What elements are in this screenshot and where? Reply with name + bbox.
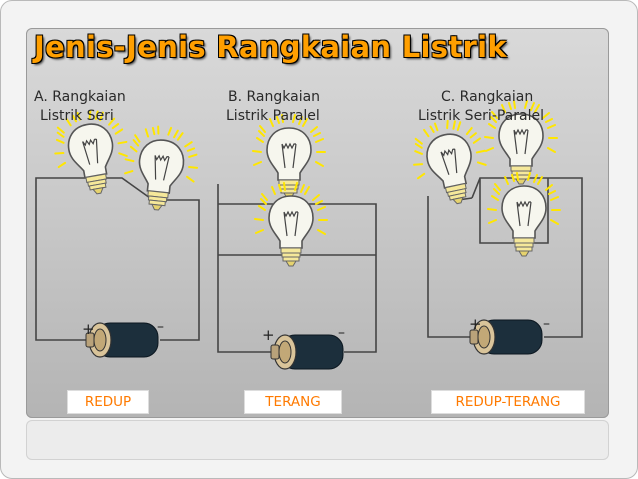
result-badge-redup-terang: REDUP-TERANG (432, 391, 584, 413)
battery-minus: – (338, 325, 345, 341)
result-badge-redup: REDUP (68, 391, 148, 413)
footer-strip (26, 420, 609, 460)
bulb-icon (405, 113, 496, 212)
circuit-c-series-parallel: + – (405, 100, 583, 355)
circuit-a-wire (35, 177, 200, 341)
circuit-b-label-line2: Listrik Paralel (226, 108, 320, 124)
battery-plus: + (469, 315, 482, 333)
circuit-a-series: + – (35, 104, 202, 358)
page-title: Jenis-Jenis Rangkaian Listrik (34, 30, 507, 64)
battery-icon (85, 322, 159, 358)
bulb-icon (254, 182, 328, 267)
circuit-a-label-line2: Listrik Seri (40, 108, 114, 124)
battery-plus: + (262, 326, 275, 344)
circuit-c-label-line1: C. Rangkaian (441, 89, 534, 105)
battery-plus: + (82, 320, 95, 338)
circuit-b-label-line1: B. Rangkaian (228, 89, 321, 105)
bulb-icon (252, 114, 326, 199)
battery-icon (270, 334, 344, 370)
circuit-c-label-line2: Listrik Seri-Paralel (418, 108, 544, 124)
circuit-c-wire (427, 177, 583, 338)
circuit-b-parallel: + – (217, 114, 377, 370)
result-badge-terang: TERANG (245, 391, 341, 413)
battery-minus: – (543, 316, 550, 332)
circuit-a-label-line1: A. Rangkaian (34, 89, 126, 105)
battery-minus: – (157, 319, 164, 335)
